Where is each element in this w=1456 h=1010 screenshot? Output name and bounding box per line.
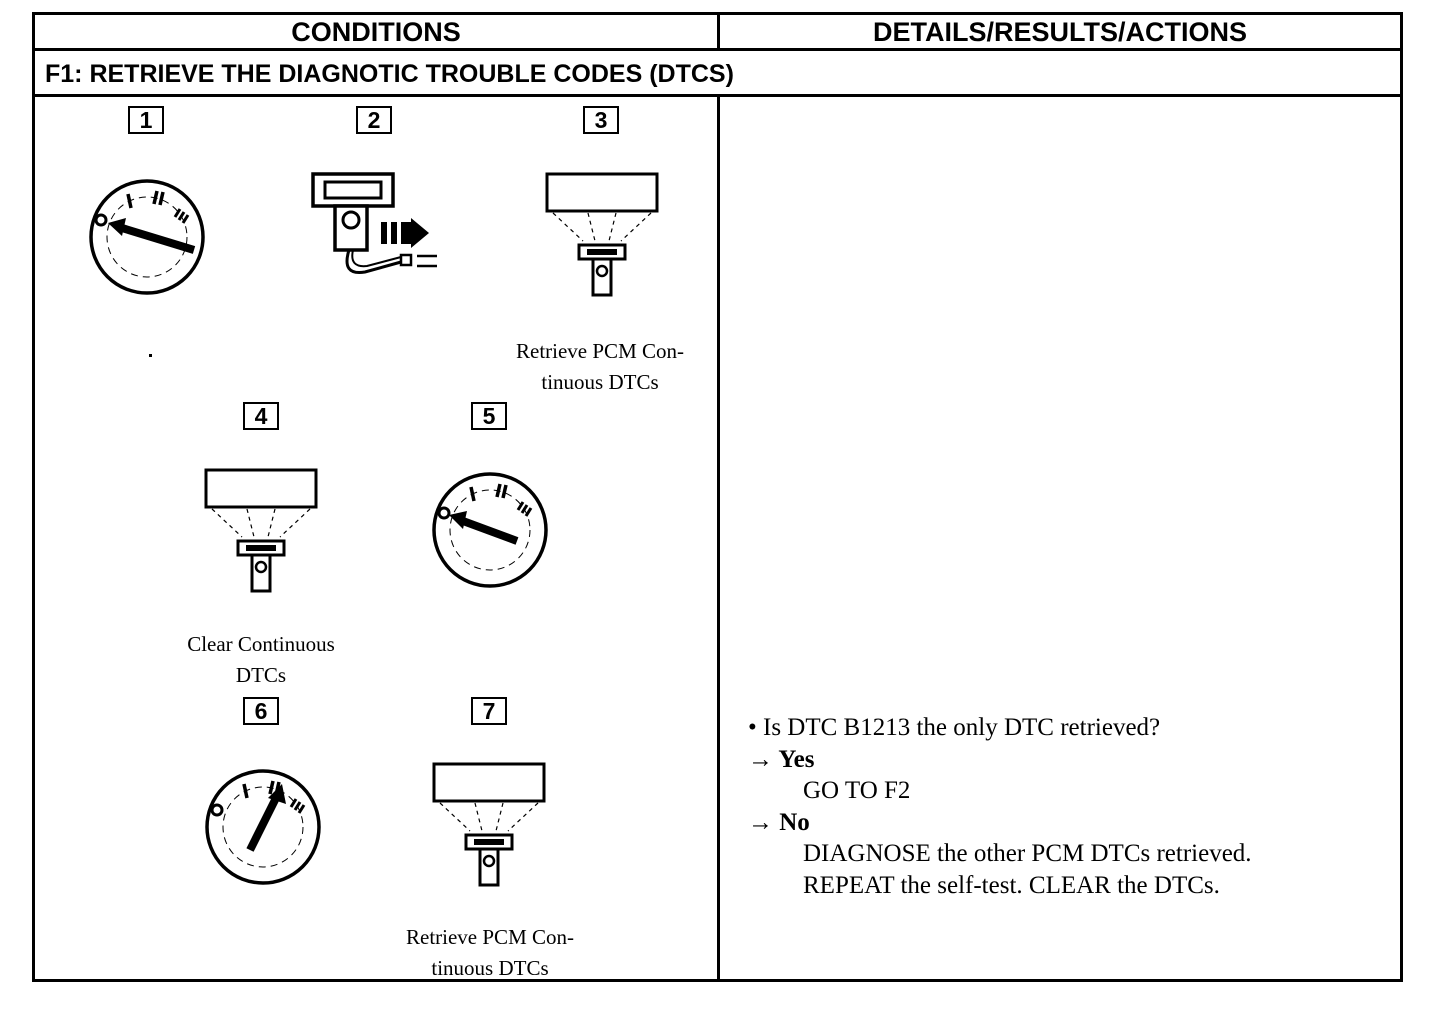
ignition-key-icon bbox=[198, 762, 328, 892]
header-divider bbox=[717, 15, 720, 51]
details-results-actions: • Is DTC B1213 the only DTC retrieved? →… bbox=[748, 712, 1252, 901]
step-3-number: 3 bbox=[583, 106, 619, 134]
yes-branch-label: → Yes bbox=[748, 745, 815, 773]
column-divider bbox=[717, 97, 720, 982]
test-step-title-row: F1: RETRIEVE THE DIAGNOTIC TROUBLE CODES… bbox=[35, 51, 1400, 97]
step-7-caption: Retrieve PCM Con- tinuous DTCs bbox=[385, 922, 595, 984]
scan-tool-connect-icon bbox=[311, 172, 437, 275]
scan-tool-display-icon bbox=[543, 171, 663, 301]
details-header: DETAILS/RESULTS/ACTIONS bbox=[872, 17, 1247, 47]
no-action-line-2: REPEAT the self-test. CLEAR the DTCs. bbox=[803, 871, 1220, 899]
ignition-key-icon bbox=[82, 172, 212, 302]
step-3-caption: Retrieve PCM Con- tinuous DTCs bbox=[495, 336, 705, 398]
scan-tool-display-icon bbox=[202, 467, 322, 597]
caption-line: DTCs bbox=[235, 663, 287, 687]
ignition-key-icon bbox=[425, 465, 555, 595]
scan-tool-display-icon bbox=[430, 761, 550, 891]
caption-line: Retrieve PCM Con- bbox=[406, 925, 574, 949]
diagnostic-table: CONDITIONS DETAILS/RESULTS/ACTIONS F1: R… bbox=[32, 12, 1403, 982]
caption-line: Retrieve PCM Con- bbox=[516, 339, 684, 363]
conditions-header: CONDITIONS bbox=[291, 17, 461, 47]
question-text: • Is DTC B1213 the only DTC retrieved? bbox=[748, 714, 1161, 741]
step-5-number: 5 bbox=[471, 402, 507, 430]
test-step-title: F1: RETRIEVE THE DIAGNOTIC TROUBLE CODES… bbox=[45, 60, 734, 88]
yes-action: GO TO F2 bbox=[748, 775, 1252, 807]
step-7-number: 7 bbox=[471, 697, 507, 725]
step-6-number: 6 bbox=[243, 697, 279, 725]
step-1-number: 1 bbox=[128, 106, 164, 134]
step-4-caption: Clear Continuous DTCs bbox=[160, 629, 362, 691]
no-action-line-1: DIAGNOSE the other PCM DTCs retrieved. bbox=[803, 840, 1252, 867]
goto-f2-link[interactable]: GO TO F2 bbox=[803, 777, 911, 804]
no-branch-label: → No bbox=[748, 808, 810, 836]
caption-line: Clear Continuous bbox=[187, 632, 335, 656]
step-4-number: 4 bbox=[243, 402, 279, 430]
step-2-number: 2 bbox=[356, 106, 392, 134]
caption-line: tinuous DTCs bbox=[541, 370, 659, 394]
caption-line: tinuous DTCs bbox=[431, 956, 549, 980]
speck bbox=[149, 354, 152, 357]
